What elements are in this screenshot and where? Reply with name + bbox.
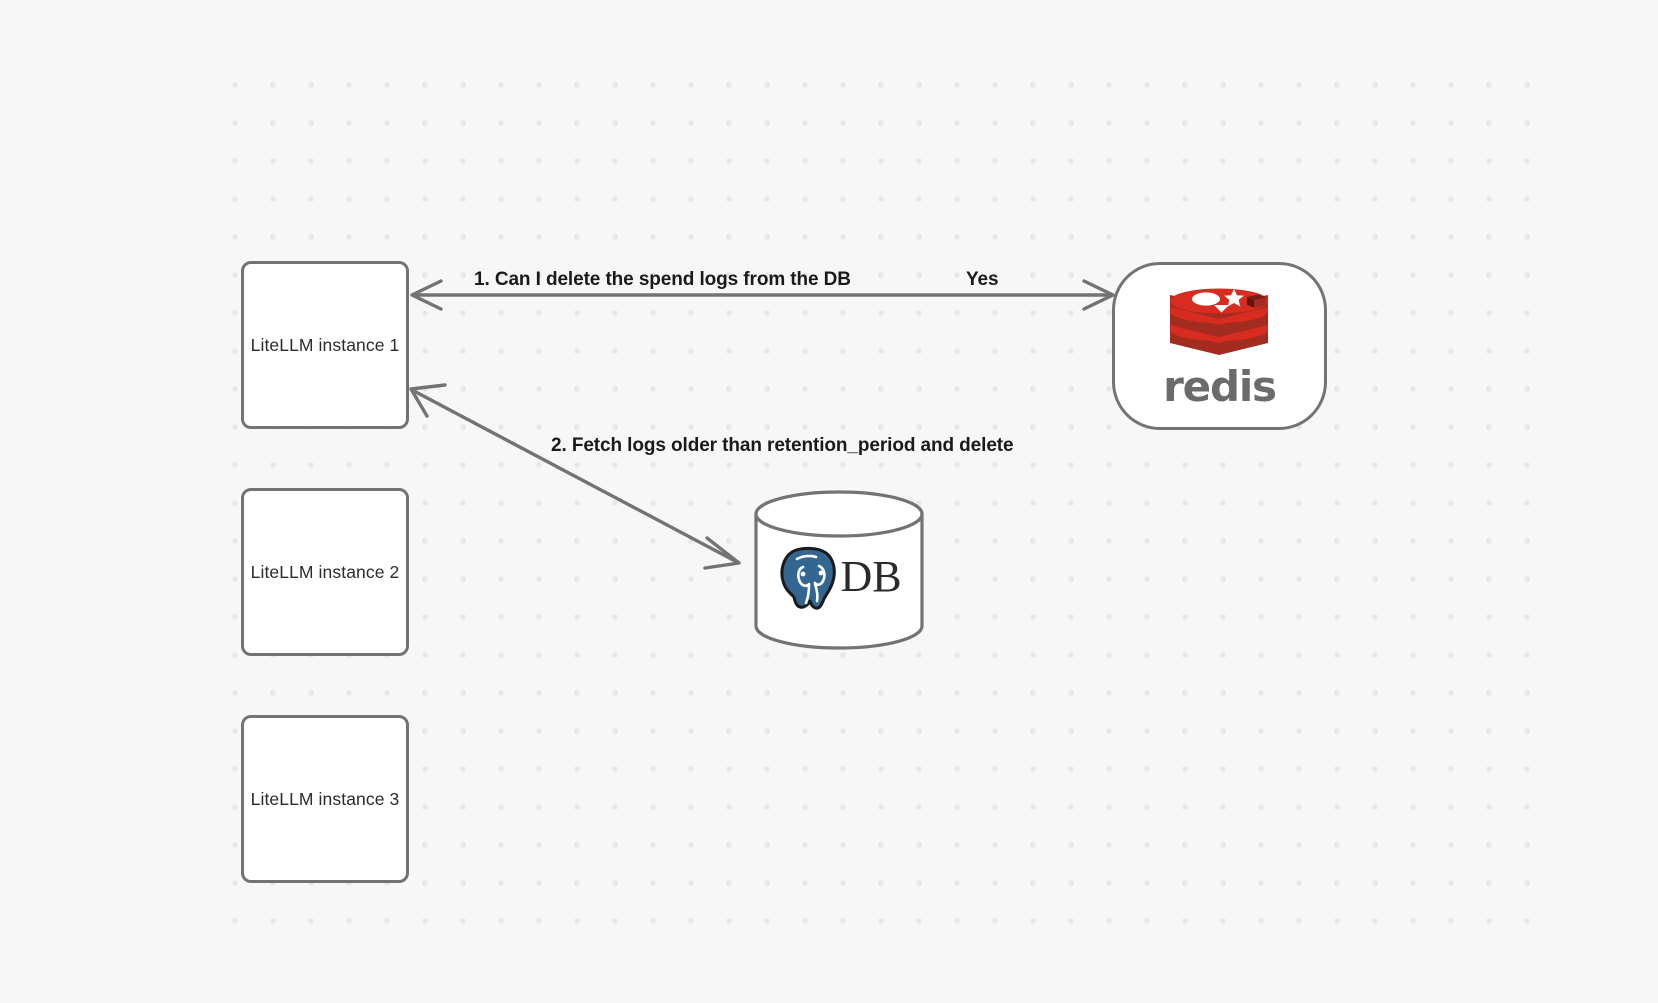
node-litellm-instance-3[interactable]: LiteLLM instance 3 [241, 715, 409, 883]
node-litellm-instance-2-label: LiteLLM instance 2 [250, 561, 400, 582]
edge-label-step-1-reply: Yes [966, 269, 999, 290]
postgresql-elephant-icon [779, 545, 838, 611]
arrowhead-left-1 [410, 279, 443, 311]
redis-wordmark: redis [1163, 361, 1277, 411]
arrowhead-right-1 [1082, 279, 1115, 311]
edge-litellm1-database [409, 383, 741, 570]
node-litellm-instance-3-label: LiteLLM instance 3 [250, 788, 400, 809]
node-litellm-instance-2[interactable]: LiteLLM instance 2 [241, 488, 409, 656]
edge-label-step-1: 1. Can I delete the spend logs from the … [474, 269, 851, 290]
node-redis[interactable]: redis [1112, 262, 1327, 430]
node-litellm-instance-1[interactable]: LiteLLM instance 1 [241, 261, 409, 429]
edge-label-step-2: 2. Fetch logs older than retention_perio… [551, 435, 1014, 456]
database-label-group: DB [753, 536, 925, 618]
redis-logo: redis [1163, 287, 1277, 411]
arrowhead-lower-2 [703, 536, 741, 570]
database-label: DB [840, 552, 902, 601]
edge-line-2 [413, 389, 738, 564]
node-litellm-instance-1-label: LiteLLM instance 1 [250, 334, 400, 355]
redis-stack-icon [1170, 288, 1269, 355]
node-database[interactable]: DB [753, 490, 925, 650]
arrowhead-upper-2 [409, 383, 447, 418]
